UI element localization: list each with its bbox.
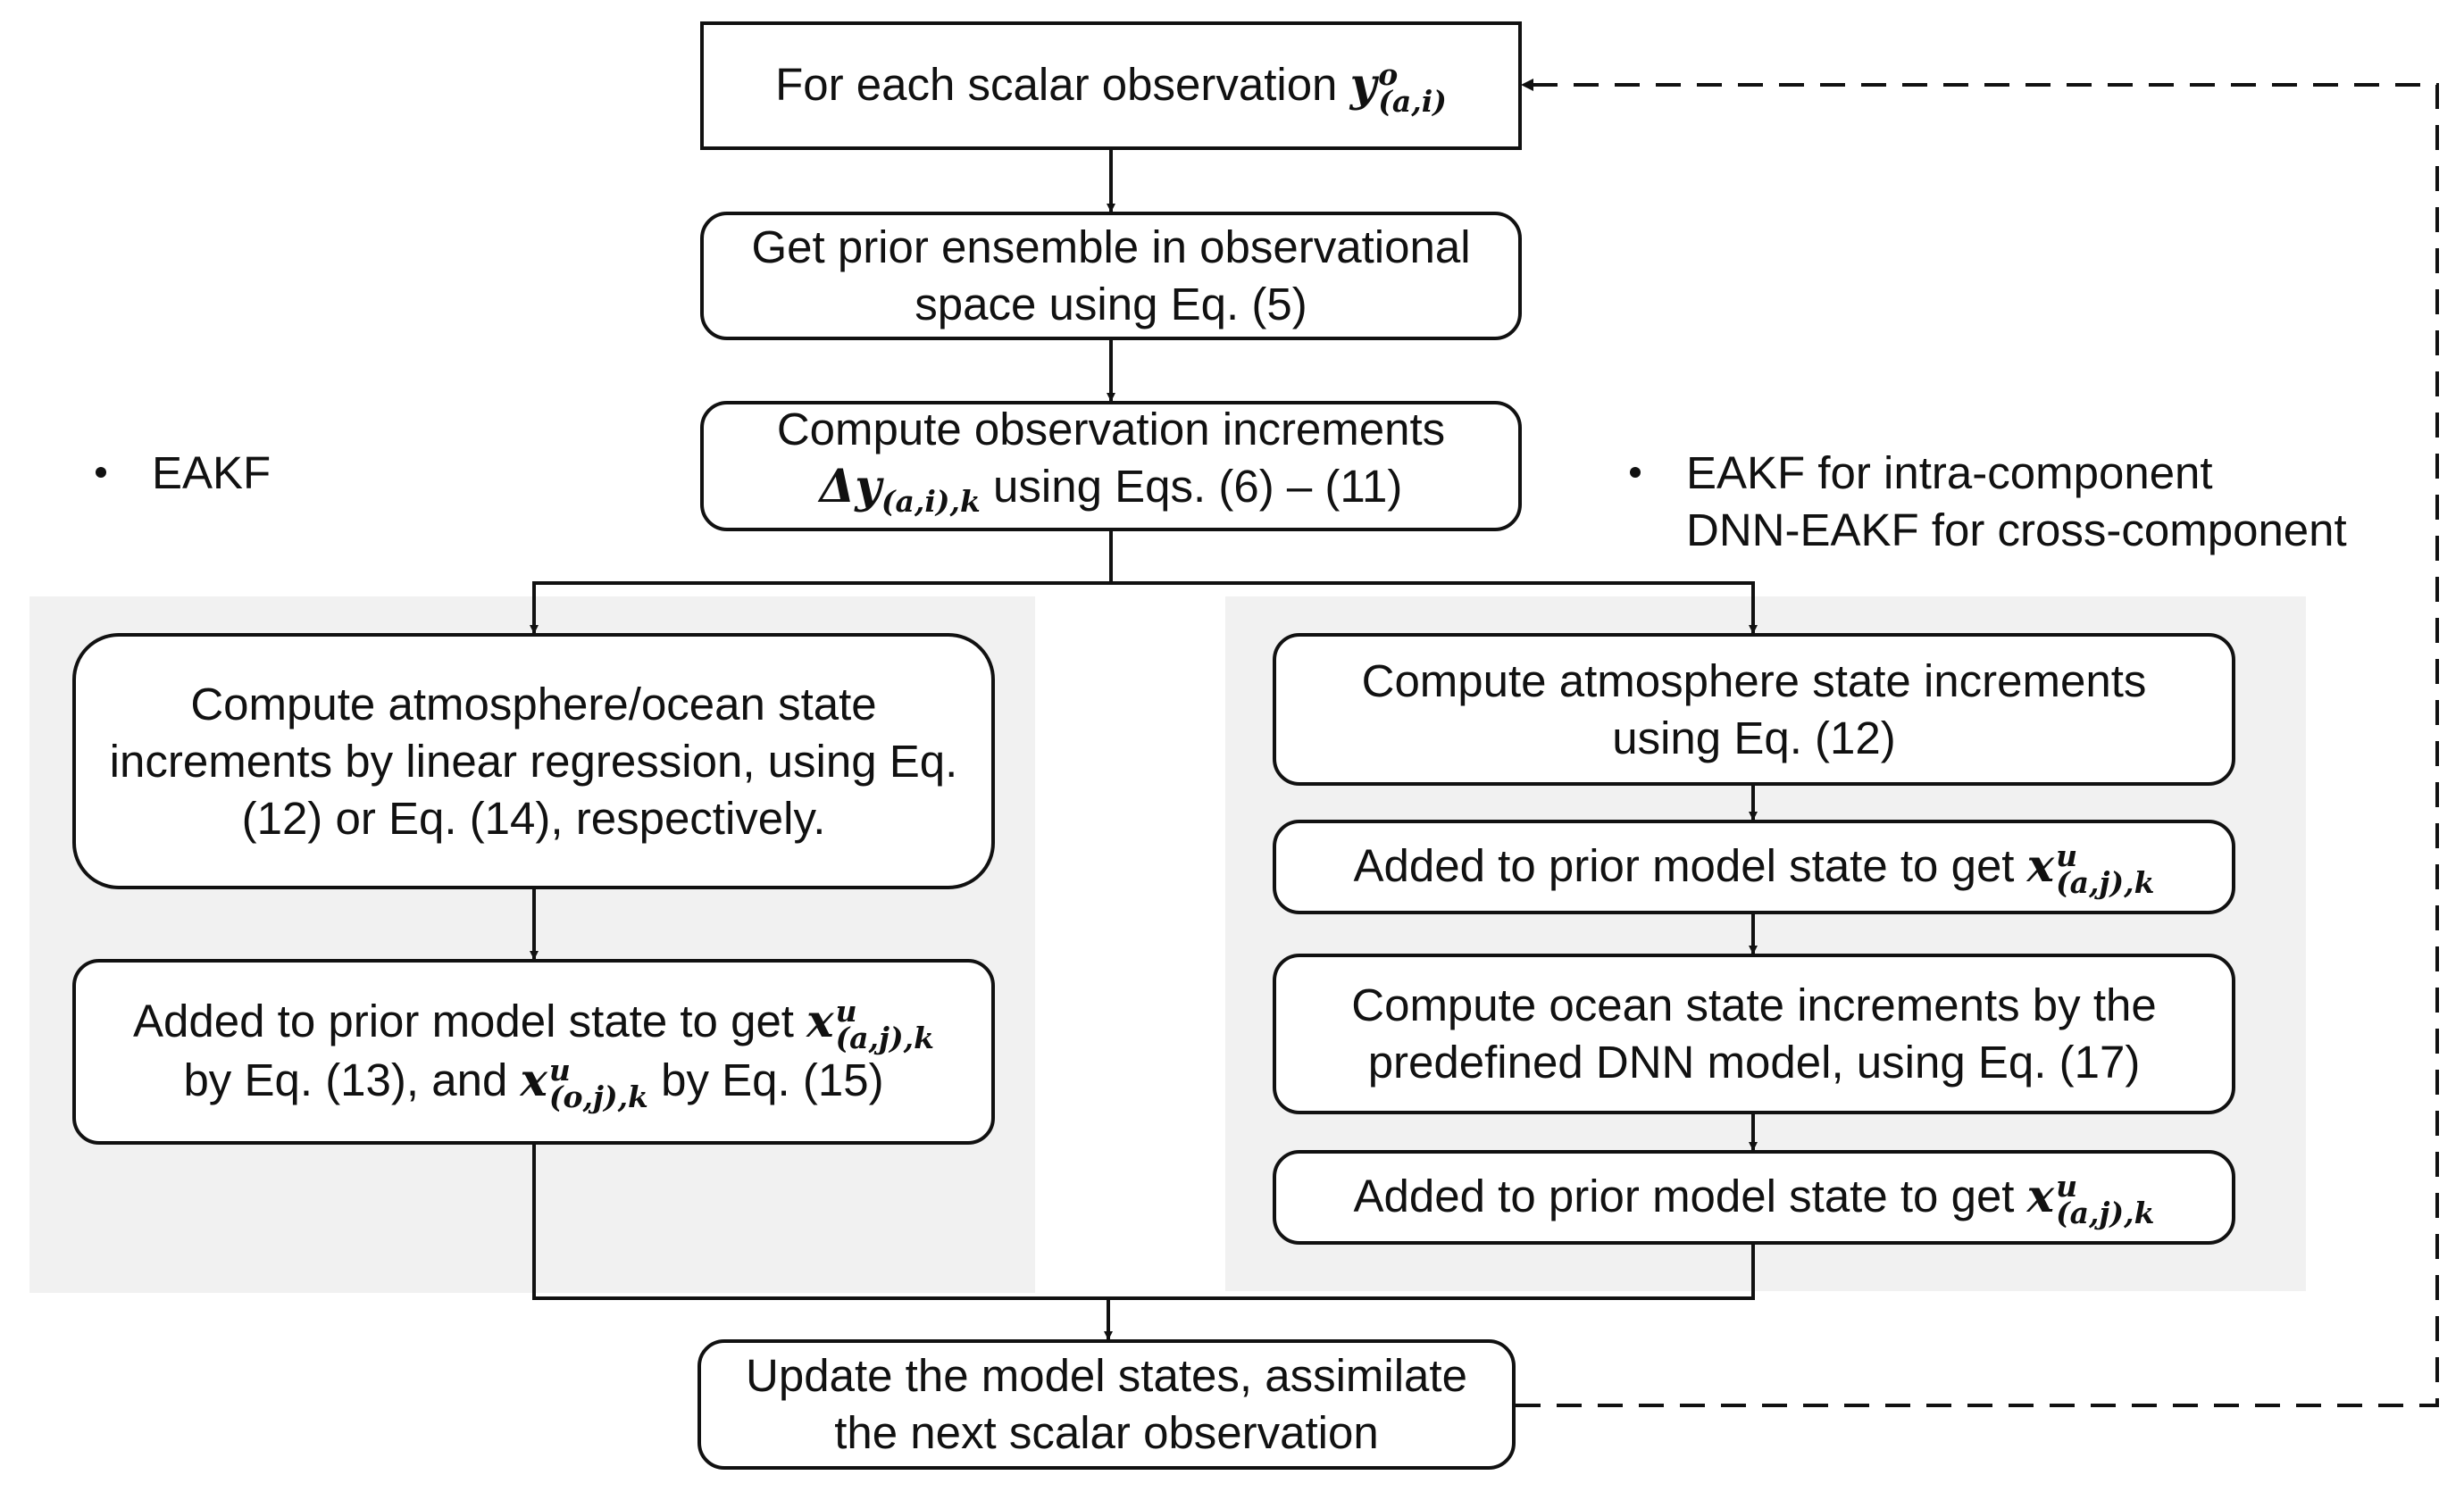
right-method-label-line2: DNN-EAKF for cross-component [1686,504,2347,555]
update-line2: the next scalar observation [834,1407,1379,1458]
increment-symbol: Δy(a,i),k [819,460,981,520]
right-bullet-icon [1630,467,1641,478]
left-compute-line3: (12) or Eq. (14), respectively. [241,792,826,844]
split-connector-right [1111,581,1758,634]
split-connector [530,531,1113,634]
compute-observation-increments-box: Compute observation increments Δy(a,i),k… [700,401,1522,531]
right-compute-ocean-box: Compute ocean state increments by the pr… [1273,954,2235,1114]
right-compute-atmosphere-box: Compute atmosphere state increments usin… [1273,633,2235,786]
get-prior-line2: space using Eq. (5) [915,279,1307,329]
compute-obs-line2: Δy(a,i),k using Eqs. (6) – (11) [819,460,1403,520]
compute-obs-line1: Compute observation increments [776,404,1446,455]
get-prior-ensemble-box: Get prior ensemble in observational spac… [700,212,1522,340]
merge-connector-left [532,1145,1108,1300]
right-compute-atm-line2: using Eq. (12) [1612,712,1896,763]
left-bullet-icon [96,467,106,478]
left-compute-increments-box: Compute atmosphere/ocean state increment… [72,633,995,889]
right-compute-ocean-line1: Compute ocean state increments by the [1351,979,2157,1030]
update-model-states-box: Update the model states, assimilate the … [697,1339,1516,1470]
left-method-label: EAKF [152,447,271,498]
update-line1: Update the model states, assimilate [746,1350,1467,1401]
loop-back-dashed-arrow [1516,83,2439,1407]
merge-connector-right [1108,1245,1755,1300]
left-compute-line1: Compute atmosphere/ocean state [190,678,877,729]
right-compute-ocean-line2: predefined DNN model, using Eq. (17) [1367,1037,2141,1088]
for-each-label: For each scalar observation [775,59,1338,110]
right-method-label-line1: EAKF for intra-component [1686,447,2213,498]
get-prior-line1: Get prior ensemble in observational [751,221,1471,272]
left-compute-line2: increments by linear regression, using E… [109,735,958,787]
right-compute-atm-line1: Compute atmosphere state increments [1361,654,2147,706]
